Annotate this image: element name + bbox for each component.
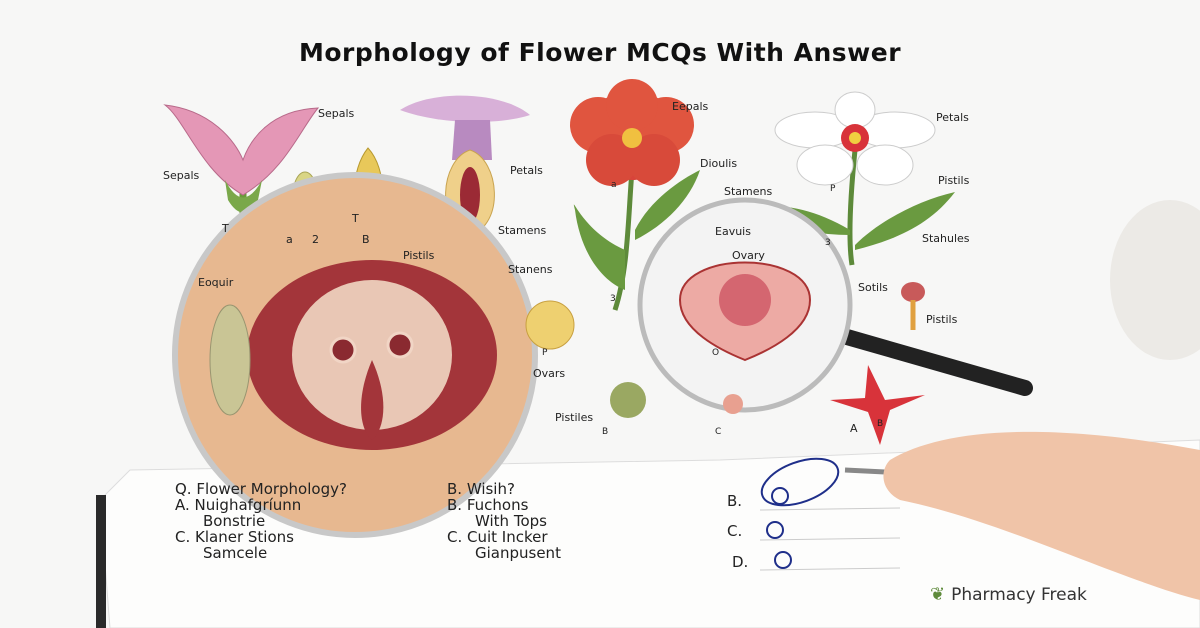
question-right-column: B. Wisih? B. Fuchons With Tops C. Cuit I… [447,481,561,561]
label-t: T [222,222,229,235]
label-stamens: Stamens [724,185,773,198]
label-3: 3 [610,294,616,304]
label-ovars: Ovars [533,367,566,380]
brand-logo: ❦ Pharmacy Freak [930,584,1087,605]
option-line: With Tops [475,512,547,530]
option-line: C. Cuit Incker [447,528,548,546]
label-sepals: Sepals [163,169,200,182]
option-line: B. Fuchons [447,496,529,514]
label-eepals: Eepals [672,100,709,113]
red-star-flower [830,365,925,445]
question-left-column: Q. Flower Morphology? A. Nuighafgríunn B… [175,481,347,561]
label-b: B [602,427,609,437]
option-line: C. Klaner Stions [175,528,294,546]
label-dioulis: Dioulis [700,157,738,170]
label-stamens: Stamens [498,224,547,237]
label-stahules: Stahules [922,232,970,245]
red-flower [570,79,700,311]
answer-marks [760,457,840,569]
page-title: Morphology of Flower MCQs With Answer [298,38,902,67]
label-2: 2 [312,233,319,246]
label-p: P [830,184,836,194]
brand-name: Pharmacy Freak [951,584,1087,605]
label-3: 3 [825,238,831,248]
star-bud [723,394,743,414]
small-pistil [901,282,925,330]
label-pistils: Pistils [926,313,958,326]
label-petals: Petals [510,164,543,177]
fruit-bud [610,382,646,418]
label-pistils: Pistils [938,174,970,187]
label-p: P [542,348,548,358]
label-pistiles: Pistiles [555,411,594,424]
magnified-ovary-section [172,172,538,538]
label-b: B [877,419,884,429]
label-eavuis: Eavuis [715,225,751,238]
pollen-disk [525,300,575,350]
label-eoquir: Eoquir [198,276,234,289]
option-line: Samcele [203,544,268,562]
label-b: B [362,233,370,246]
option-line: Bonstrie [203,512,266,530]
white-flower [728,91,955,266]
option-line: A. Nuighafgríunn [175,496,302,514]
label-ovary: Ovary [732,249,765,262]
answer-label-c: C. [727,522,743,540]
hand-with-pen [844,431,1200,600]
magnifying-glass [637,197,1033,413]
answer-label-b: B. [727,492,743,510]
label-a: a [611,180,617,190]
label-c: C [715,427,722,437]
leaf-icon: ❦ [930,584,946,605]
label-a: a [286,233,293,246]
label-o: O [712,348,720,358]
option-line: Gianpusent [475,544,561,562]
label-petals: Petals [936,111,969,124]
cup [1110,200,1200,360]
label-pistils: Pistils [403,249,435,262]
label-sepals: Sepals [318,107,355,120]
label-sotils: Sotils [858,281,888,294]
option-line: B. Wisih? [447,480,515,498]
question-line: Q. Flower Morphology? [175,480,347,498]
label-stanens: Stanens [508,263,553,276]
label-a: A [850,422,858,435]
answer-label-d: D. [732,553,749,571]
label-t: T [352,212,359,225]
